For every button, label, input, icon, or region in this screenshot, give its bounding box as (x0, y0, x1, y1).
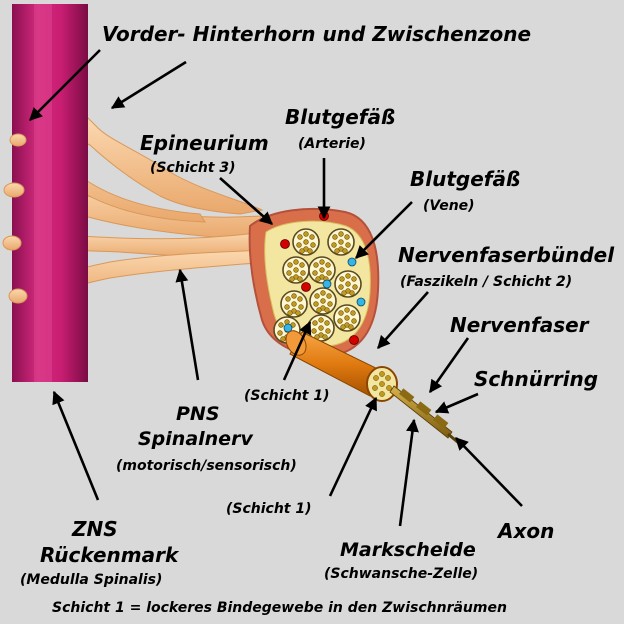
pointer-arrows (29, 49, 523, 527)
label-zns: ZNS (71, 517, 118, 541)
fascicle (292, 228, 320, 256)
label-epineurium-sub: (Schicht 3) (150, 160, 236, 176)
label-myelin: Markscheide (340, 539, 476, 561)
label-node: Schnürring (474, 367, 598, 391)
myelin-segment (416, 401, 432, 416)
label-fiber: Nervenfaser (450, 313, 590, 337)
labels: Vorder- Hinterhorn und Zwischenzone Epin… (20, 22, 615, 616)
label-myelin-sub: (Schwansche-Zelle) (324, 566, 478, 582)
fascicle (282, 256, 310, 284)
fascicle (327, 228, 355, 256)
label-epineurium: Epineurium (140, 131, 269, 155)
label-vein-sub: (Vene) (423, 198, 475, 214)
label-pns-sub: (motorisch/sensorisch) (116, 458, 297, 474)
label-layer1-inner: (Schicht 1) (244, 388, 330, 404)
label-zns-sub: (Medulla Spinalis) (20, 572, 162, 588)
fascicle (333, 304, 361, 332)
myelin-segment (399, 388, 415, 403)
fascicle-group (273, 228, 362, 344)
root-fingers (2, 133, 28, 304)
artery-dot (301, 282, 311, 292)
artery-dot (280, 239, 290, 249)
fascicle (308, 256, 336, 284)
fascicle (280, 290, 308, 318)
label-layer1-outer: (Schicht 1) (226, 501, 312, 517)
fascicle (334, 270, 362, 298)
label-bundle-sub: (Faszikeln / Schicht 2) (400, 274, 572, 290)
label-vein: Blutgefäß (410, 167, 520, 191)
fascicle (309, 287, 337, 315)
label-artery-sub: (Arterie) (298, 136, 366, 152)
vein-dot (322, 279, 332, 289)
nerve-bundle-tube (285, 330, 385, 397)
nerve-fiber (389, 385, 461, 446)
artery-dot (349, 335, 359, 345)
vein-dot (283, 323, 293, 333)
label-pns: PNS (176, 403, 220, 425)
bundle-cross-section (366, 366, 398, 402)
label-bundle: Nervenfaserbündel (398, 243, 615, 267)
spinal-cord (12, 4, 88, 382)
label-horn: Vorder- Hinterhorn und Zwischenzone (102, 22, 531, 46)
label-artery: Blutgefäß (285, 105, 395, 129)
label-spinal-cord: Rückenmark (40, 543, 180, 567)
label-axon: Axon (496, 519, 554, 543)
label-spinal-nerve: Spinalnerv (138, 428, 253, 450)
vein-dot (347, 257, 357, 267)
vein-dot (356, 297, 366, 307)
footer-note: Schicht 1 = lockeres Bindegewebe in den … (52, 600, 507, 616)
myelin-segment (433, 414, 449, 429)
